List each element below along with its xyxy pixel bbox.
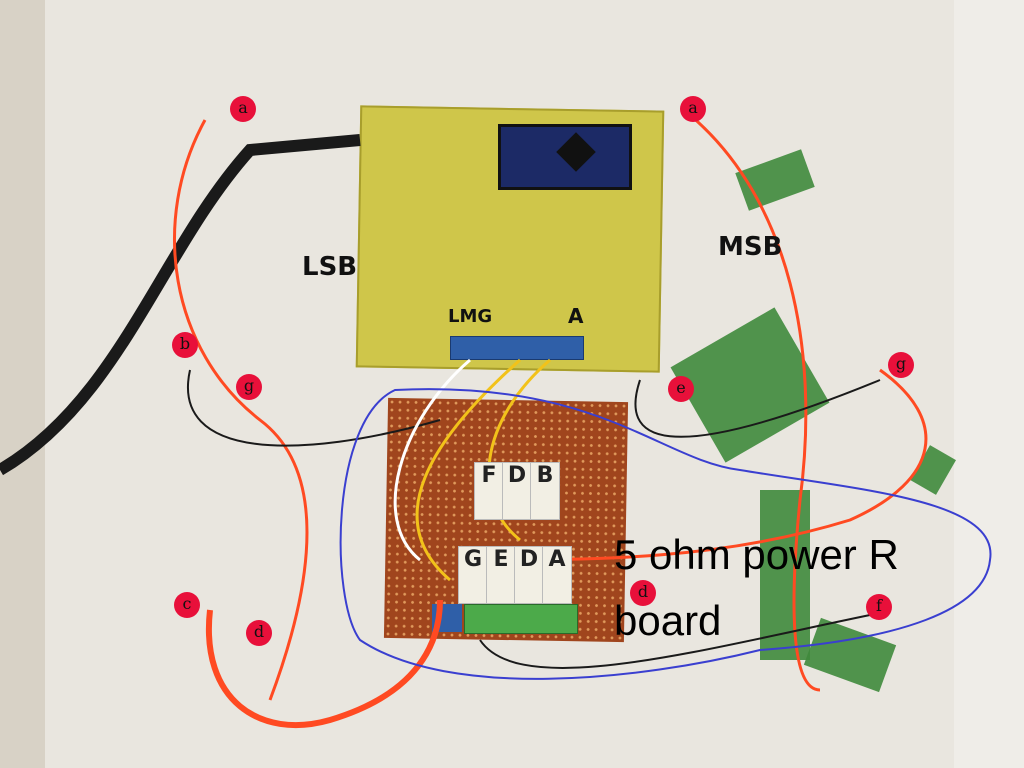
a-label: A [568, 304, 584, 328]
resistor-label: D [519, 547, 539, 572]
resistor-d2: D [514, 546, 544, 604]
annotation-outline [339, 388, 992, 680]
marker-d: d [246, 620, 272, 646]
arduino-nano [498, 124, 632, 190]
resistor-d: D [502, 462, 532, 520]
resistor-label: F [481, 463, 497, 488]
pcb-terminal-block [450, 336, 584, 360]
lsb-label: LSB [302, 252, 358, 282]
green-terminal-block [464, 604, 578, 634]
green-tape [760, 490, 810, 660]
resistor-g: G [458, 546, 488, 604]
marker-g: g [888, 352, 914, 378]
resistor-label: A [548, 547, 566, 572]
marker-c: c [174, 592, 200, 618]
wall-edge [0, 0, 45, 768]
msb-label: MSB [718, 232, 783, 262]
marker-b: b [172, 332, 198, 358]
marker-a: a [680, 96, 706, 122]
annotation-line-2: board [614, 597, 722, 644]
lmg-label: LMG [448, 306, 493, 327]
resistor-label: B [536, 463, 554, 488]
marker-f: f [866, 594, 892, 620]
marker-a: a [230, 96, 256, 122]
marker-e: e [668, 376, 694, 402]
resistor-b: B [530, 462, 560, 520]
resistor-label: E [493, 547, 509, 572]
resistor-f: F [474, 462, 504, 520]
marker-d: d [630, 580, 656, 606]
resistor-label: D [507, 463, 527, 488]
resistor-label: G [463, 547, 483, 572]
marker-g: g [236, 374, 262, 400]
annotation-line-1: 5 ohm power R [614, 531, 899, 578]
resistor-e: E [486, 546, 516, 604]
wall-edge-right [954, 0, 1024, 768]
resistor-a: A [542, 546, 572, 604]
